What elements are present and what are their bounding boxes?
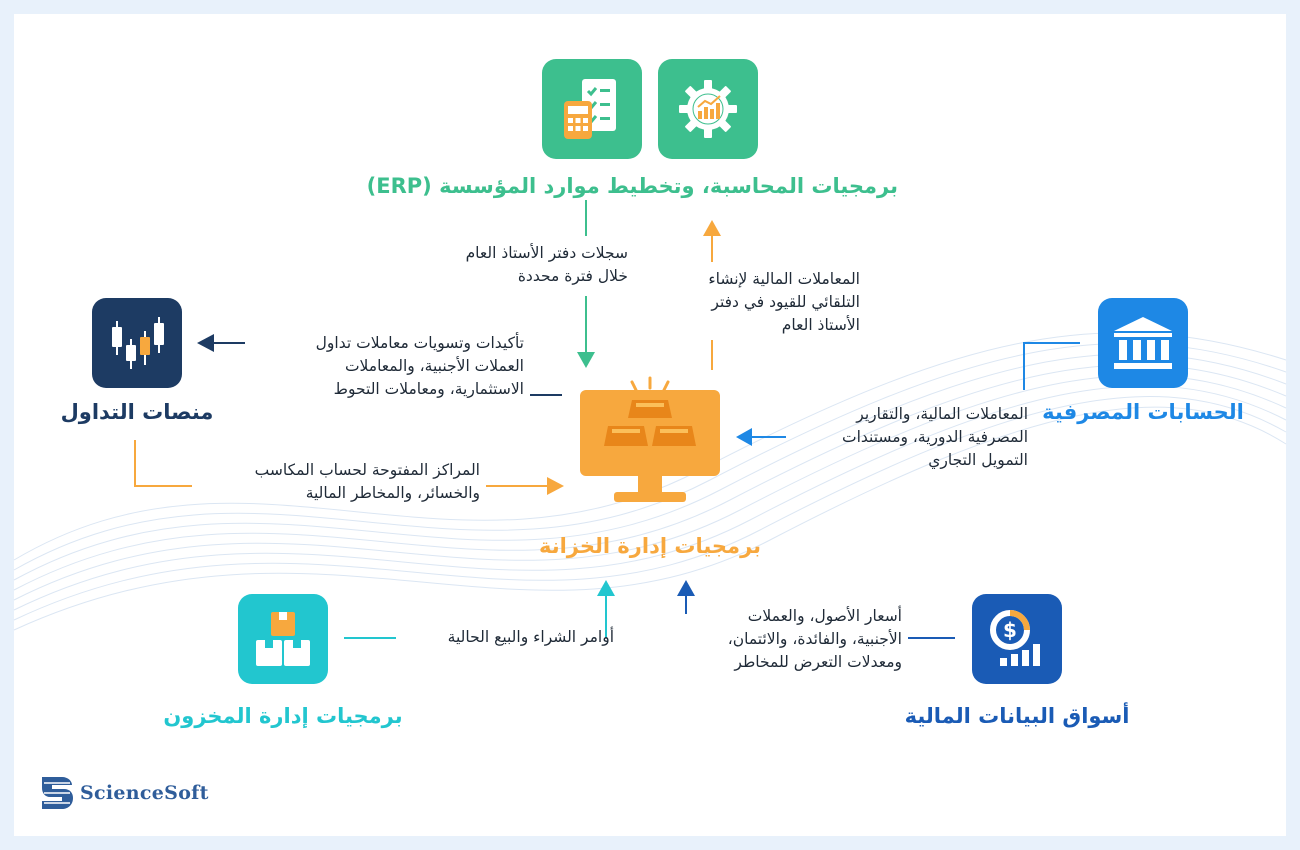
bank-icon [1098,298,1188,388]
sciencesoft-logo-icon [42,777,73,809]
candlestick-chart-icon [92,298,182,388]
treasury-title: برمجيات إدارة الخزانة [538,534,762,558]
trading-title: منصات التداول [60,400,214,424]
calculator-checklist-icon [542,59,642,159]
banking-title: الحسابات المصرفية [1042,400,1244,424]
erp-title: برمجيات المحاسبة، وتخطيط موارد المؤسسة (… [366,174,898,198]
market-data-title: أسواق البيانات المالية [904,704,1130,728]
gear-chart-icon [658,59,758,159]
monitor-gold-bars-icon [578,376,722,518]
inventory-to-treasury-label: أوامر الشراء والبيع الحالية [447,628,614,646]
sciencesoft-logo: ScienceSoft [40,775,209,811]
dollar-chart-icon: $ [972,594,1062,684]
inventory-title: برمجيات إدارة المخزون [163,704,403,728]
logo-text: ScienceSoft [80,782,209,804]
boxes-icon [238,594,328,684]
svg-text:$: $ [1003,618,1017,642]
